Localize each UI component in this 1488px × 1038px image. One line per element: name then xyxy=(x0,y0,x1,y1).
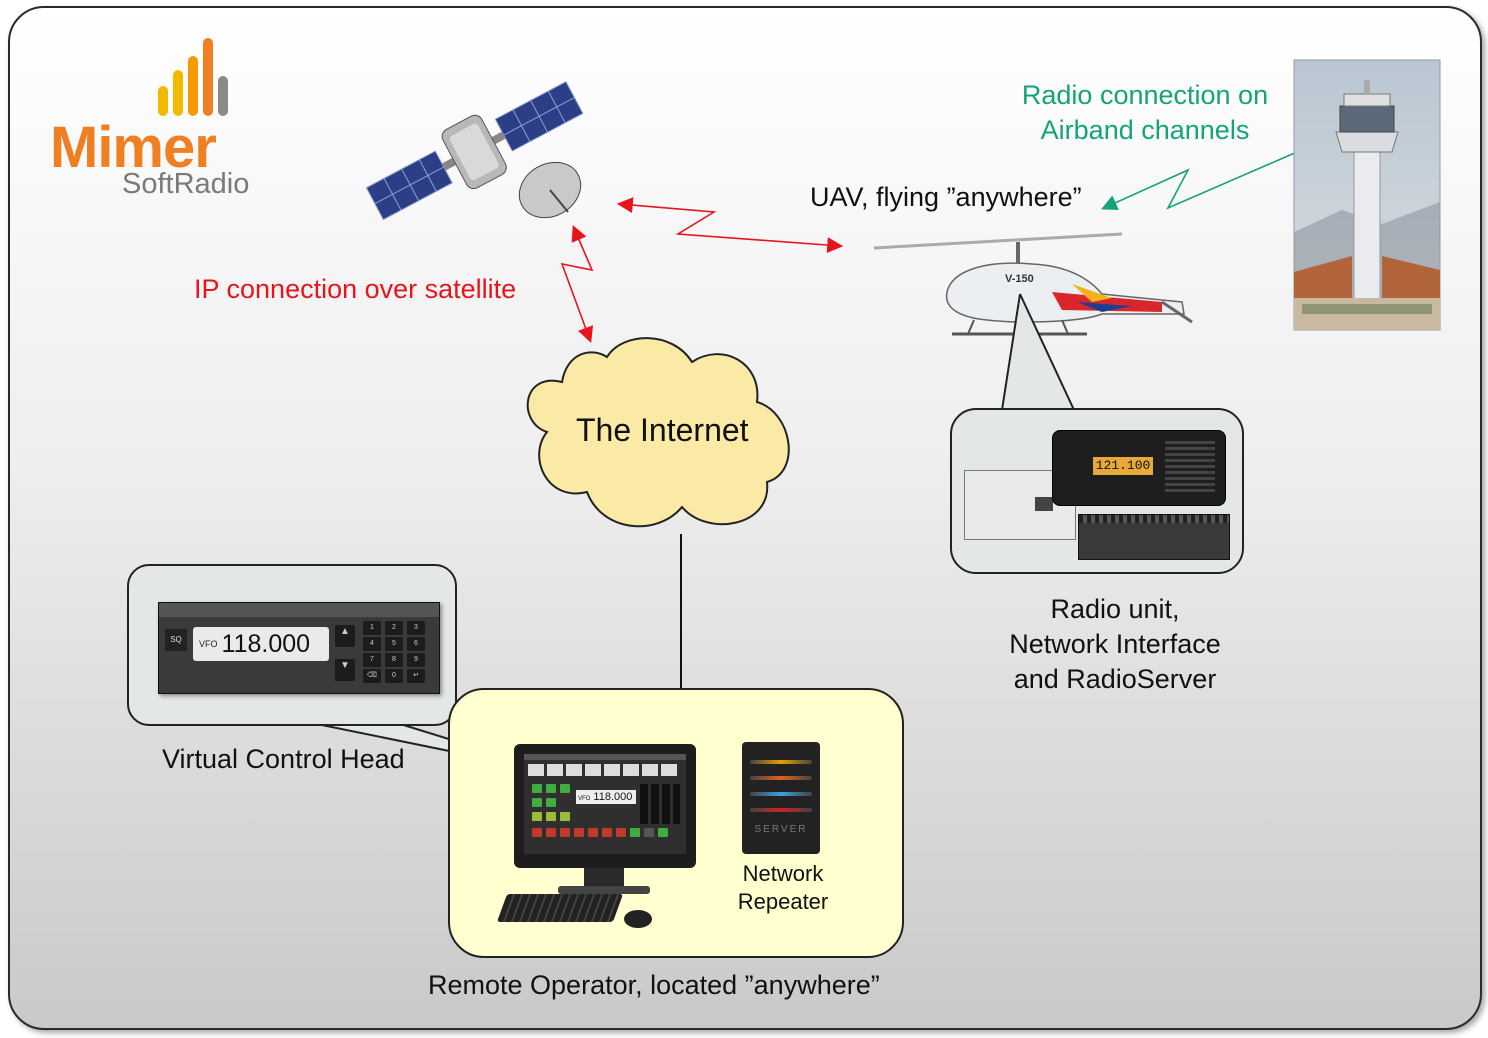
network-repeater-label: Network Repeater xyxy=(720,860,846,916)
keypad-key[interactable]: 9 xyxy=(407,653,425,667)
airband-label-line-1: Radio connection on xyxy=(1021,80,1269,110)
uav-helicopter-icon: V-150 xyxy=(873,232,1193,336)
keypad-key[interactable]: ↵ xyxy=(407,669,425,683)
frequency-value: 118.000 xyxy=(221,629,311,658)
radio-equipment-callout: 121.100 xyxy=(950,408,1244,574)
keyboard-icon xyxy=(496,894,624,922)
internet-label: The Internet xyxy=(576,412,749,448)
down-arrow-button[interactable]: ▼ xyxy=(335,659,355,681)
squelch-button[interactable]: SQ xyxy=(165,629,187,651)
satellite-uav-link xyxy=(616,197,844,254)
mouse-icon xyxy=(624,910,652,928)
radio-unit-label: Radio unit, Network Interface and RadioS… xyxy=(970,592,1260,697)
logo-bars-icon xyxy=(158,36,248,116)
satellite-icon xyxy=(365,80,584,221)
internet-cloud xyxy=(526,337,790,528)
airband-label-line-2: Airband channels xyxy=(1040,115,1250,145)
diagram-panel: V-150 Mimer SoftRa xyxy=(8,6,1482,1030)
monitor-vfo-label: VFO xyxy=(578,796,591,802)
keypad-key[interactable]: 0 xyxy=(385,669,403,683)
remote-operator-label: Remote Operator, located ”anywhere” xyxy=(428,970,880,1000)
vfo-label: VFO xyxy=(199,639,218,649)
diagram-scene: V-150 xyxy=(311,59,1441,775)
radio-unit-label-line-2: Network Interface xyxy=(1009,629,1221,659)
keypad-key[interactable]: 4 xyxy=(363,637,381,651)
virtual-control-head-label: Virtual Control Head xyxy=(162,744,405,774)
keypad-key[interactable]: 5 xyxy=(385,637,403,651)
keypad-key[interactable]: 8 xyxy=(385,653,403,667)
frequency-display: VFO 118.000 xyxy=(193,627,329,661)
radio-display: 121.100 xyxy=(1093,457,1153,475)
satellite-internet-link xyxy=(560,225,594,344)
radio-unit-label-line-1: Radio unit, xyxy=(1050,594,1180,624)
keypad-key[interactable]: 2 xyxy=(385,621,403,635)
radio-unit-label-line-3: and RadioServer xyxy=(1013,664,1217,694)
keypad-key[interactable]: ⌫ xyxy=(363,669,381,683)
logo-subtitle: SoftRadio xyxy=(122,168,250,200)
up-arrow-button[interactable]: ▲ xyxy=(335,625,355,647)
airband-link xyxy=(1101,139,1323,211)
monitor-frequency: VFO 118.000 xyxy=(576,790,636,804)
helicopter-marking: V-150 xyxy=(1005,273,1034,285)
keypad-key[interactable]: 6 xyxy=(407,637,425,651)
network-repeater-server-icon: SERVER xyxy=(742,742,820,854)
logo-wordmark: Mimer xyxy=(50,115,217,180)
control-tower-image xyxy=(1293,59,1441,331)
satellite-link-label: IP connection over satellite xyxy=(194,274,517,304)
server-text: SERVER xyxy=(754,824,808,835)
airband-label: Radio connection on Airband channels xyxy=(1000,78,1290,148)
keypad-key[interactable]: 7 xyxy=(363,653,381,667)
monitor-screen: VFO 118.000 xyxy=(524,754,686,854)
virtual-control-head: SQ VFO 118.000 ▲ ▼ 1 2 3 4 5 6 7 8 9 ⌫ 0… xyxy=(158,602,440,694)
radio-server-box xyxy=(1078,514,1230,560)
keypad-key[interactable]: 1 xyxy=(363,621,381,635)
network-repeater-label-line-1: Network xyxy=(742,861,824,886)
network-repeater-label-line-2: Repeater xyxy=(737,889,829,914)
monitor-frequency-value: 118.000 xyxy=(593,791,633,803)
radio-unit-box: 121.100 xyxy=(1052,430,1226,506)
uav-label: UAV, flying ”anywhere” xyxy=(810,182,1082,212)
operator-monitor: VFO 118.000 xyxy=(514,744,696,868)
keypad-key[interactable]: 3 xyxy=(407,621,425,635)
